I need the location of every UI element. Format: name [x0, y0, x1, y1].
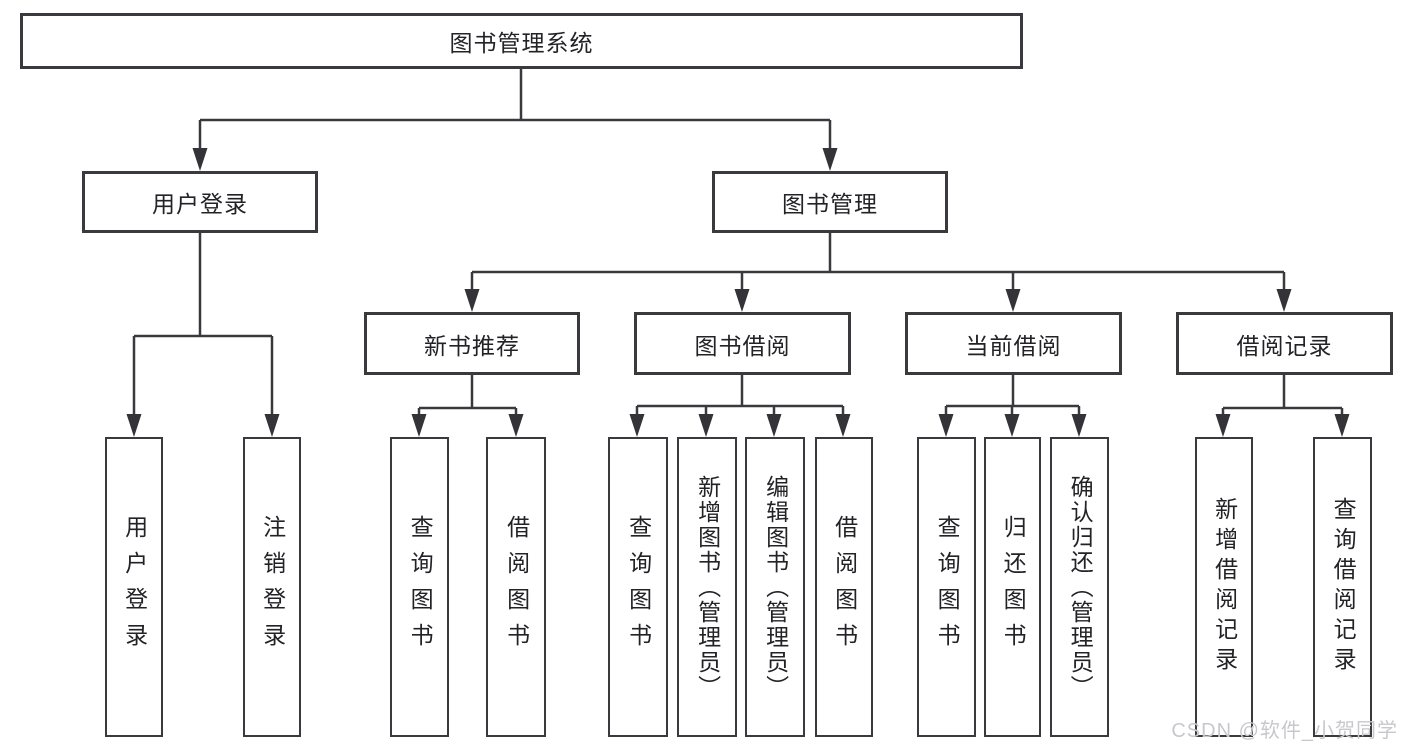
leaf-label: 查询图书 — [934, 515, 961, 659]
node-user-login: 用户登录 — [82, 171, 318, 233]
leaf-label: 新增借阅记录 — [1211, 497, 1238, 677]
leaf-label: 确认归还（管理员） — [1067, 474, 1094, 700]
node-book-borrowing: 图书借阅 — [634, 312, 851, 375]
node-book-management: 图书管理 — [712, 171, 948, 233]
leaf-query-books-borrowing: 查询图书 — [608, 437, 668, 737]
leaf-confirm-return-admin: 确认归还（管理员） — [1050, 437, 1109, 737]
leaf-borrow-books-recommend: 借阅图书 — [486, 437, 546, 737]
node-current-borrowing: 当前借阅 — [905, 312, 1122, 375]
leaf-query-books-recommend: 查询图书 — [390, 437, 449, 737]
leaf-label: 用户登录 — [121, 515, 148, 659]
leaf-label: 借阅图书 — [831, 515, 858, 659]
leaf-borrow-books-borrowing: 借阅图书 — [815, 437, 873, 737]
leaf-add-book-admin: 新增图书（管理员） — [677, 437, 737, 737]
leaf-label: 归还图书 — [1000, 515, 1027, 659]
node-borrowing-records: 借阅记录 — [1176, 312, 1393, 375]
node-new-book-recommend: 新书推荐 — [364, 312, 580, 375]
leaf-query-books-current: 查询图书 — [917, 437, 976, 737]
leaf-label: 查询图书 — [407, 515, 434, 659]
leaf-user-login: 用户登录 — [105, 437, 163, 737]
leaf-label: 编辑图书（管理员） — [762, 474, 789, 700]
leaf-logout: 注销登录 — [243, 437, 301, 737]
leaf-label: 注销登录 — [259, 515, 286, 659]
leaf-label: 借阅图书 — [503, 515, 530, 659]
leaf-label: 查询图书 — [625, 515, 652, 659]
leaf-return-books: 归还图书 — [984, 437, 1041, 737]
leaf-edit-book-admin: 编辑图书（管理员） — [745, 437, 805, 737]
node-library-system: 图书管理系统 — [20, 13, 1023, 69]
leaf-label: 新增图书（管理员） — [694, 474, 721, 700]
leaf-add-borrow-record: 新增借阅记录 — [1195, 437, 1253, 737]
leaf-label: 查询借阅记录 — [1330, 497, 1357, 677]
csdn-watermark: CSDN @软件_小贺同学 — [1171, 720, 1398, 742]
leaf-query-borrow-record: 查询借阅记录 — [1313, 437, 1372, 737]
